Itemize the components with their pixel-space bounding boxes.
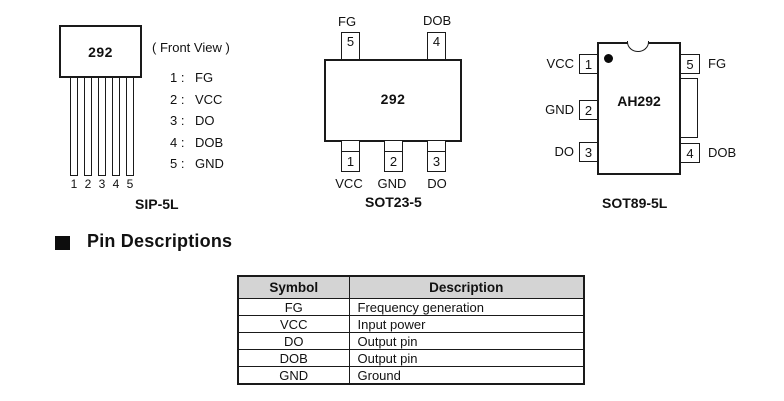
sip-leg-3 — [98, 77, 106, 176]
sot23-pin2-lead — [384, 141, 403, 152]
pin-list-name: GND — [195, 156, 224, 171]
sot89-pin2-box: 2 — [579, 100, 598, 120]
pin-list-item-3: 3 : DO — [170, 113, 215, 128]
sip-leg-1 — [70, 77, 78, 176]
sot23-pin1-box: 1 — [341, 151, 360, 172]
symbol-cell: DO — [237, 332, 350, 350]
sip-leg-2 — [84, 77, 92, 176]
sot23-pin5-number: 5 — [346, 34, 355, 49]
sot89-pin2-number: 2 — [584, 102, 593, 118]
table-row: VCC Input power — [237, 315, 585, 333]
sip-leg-4 — [112, 77, 120, 176]
pin-list-name: FG — [195, 70, 214, 85]
pin-list-number: 2 : — [170, 92, 185, 107]
sot89-pin3-number: 3 — [584, 144, 593, 160]
sot23-pin1-number: 1 — [346, 154, 355, 169]
pin-list-number: 1 : — [170, 70, 185, 85]
sot89-pin4-label: DOB — [708, 145, 737, 160]
pin-list-name: DOB — [195, 135, 224, 150]
pin-list-item-2: 2 : VCC — [170, 92, 222, 107]
sot89-pin5-number: 5 — [686, 56, 694, 72]
sot89-pin2-label: GND — [545, 102, 574, 117]
pin-list-number: 3 : — [170, 113, 185, 128]
table-row: FG Frequency generation — [237, 298, 585, 316]
sot23-pin1-lead — [341, 141, 360, 152]
sot23-pin4-label: DOB — [423, 13, 452, 28]
front-view-label: ( Front View ) — [152, 40, 230, 55]
sot89-pin1-label: VCC — [546, 56, 574, 71]
sip-package-name: SIP-5L — [135, 196, 179, 212]
sip-leg-number-5: 5 — [126, 177, 134, 191]
sot23-pin2-number: 2 — [389, 154, 398, 169]
pin-list-name: VCC — [195, 92, 223, 107]
sot23-pin1-label: VCC — [335, 176, 363, 191]
sip-leg-number-2: 2 — [84, 177, 92, 191]
sot89-pin5-box: 5 — [680, 54, 700, 74]
symbol-cell: VCC — [237, 315, 350, 333]
section-heading: Pin Descriptions — [87, 231, 233, 251]
sot23-pin2-label: GND — [377, 176, 407, 191]
sot89-pin4-box: 4 — [680, 143, 700, 163]
column-header-symbol: Symbol — [237, 275, 350, 299]
section-bullet-icon — [55, 236, 70, 250]
sot89-pin4-number: 4 — [686, 145, 694, 161]
sot89-package-name: SOT89-5L — [602, 195, 668, 211]
sot89-chip-label: AH292 — [617, 93, 661, 109]
sot23-package-name: SOT23-5 — [365, 194, 422, 210]
table-row: DOB Output pin — [237, 349, 585, 367]
sip-leg-number-3: 3 — [98, 177, 106, 191]
symbol-cell: DOB — [237, 349, 350, 367]
sot89-pin1-box: 1 — [579, 54, 598, 74]
sot23-chip-label: 292 — [380, 90, 406, 107]
sot23-pin5-lead — [341, 50, 360, 60]
description-cell: Input power — [348, 315, 585, 333]
sot23-pin3-number: 3 — [432, 154, 441, 169]
sot23-pin5-box: 5 — [341, 32, 360, 51]
pin-list-name: DO — [195, 113, 215, 128]
pin-list-item-4: 4 : DOB — [170, 135, 223, 150]
table-header-row: Symbol Description — [237, 275, 585, 299]
pin-list-number: 5 : — [170, 156, 185, 171]
sip-leg-number-1: 1 — [70, 177, 78, 191]
description-cell: Frequency generation — [348, 298, 585, 316]
description-cell: Output pin — [348, 332, 585, 350]
pin-descriptions-table: Symbol Description FG Frequency generati… — [237, 275, 585, 385]
sot89-pin1-indicator-dot — [604, 54, 613, 63]
sip-package-body: 292 — [59, 25, 142, 78]
sot23-pin4-box: 4 — [427, 32, 446, 51]
sot23-pin3-box: 3 — [427, 151, 446, 172]
sot89-pin3-box: 3 — [579, 142, 598, 162]
sot89-pin5-label: FG — [708, 56, 727, 71]
sot23-pin2-box: 2 — [384, 151, 403, 172]
column-header-description: Description — [348, 275, 585, 299]
description-cell: Output pin — [348, 349, 585, 367]
description-cell: Ground — [348, 366, 585, 385]
sip-leg-number-4: 4 — [112, 177, 120, 191]
pin-list-number: 4 : — [170, 135, 185, 150]
sip-leg-5 — [126, 77, 134, 176]
sot23-package-body: 292 — [324, 59, 462, 142]
sot23-pin5-label: FG — [338, 14, 357, 29]
sot89-pin1-number: 1 — [584, 56, 593, 72]
sot23-pin3-lead — [427, 141, 446, 152]
symbol-cell: GND — [237, 366, 350, 385]
sot23-pin4-number: 4 — [432, 34, 441, 49]
table-row: DO Output pin — [237, 332, 585, 350]
pin-list-item-5: 5 : GND — [170, 156, 224, 171]
table-row: GND Ground — [237, 366, 585, 385]
sot89-heat-tab — [680, 78, 698, 138]
symbol-cell: FG — [237, 298, 350, 316]
sip-chip-label: 292 — [88, 43, 113, 60]
sot23-pin4-lead — [427, 50, 446, 60]
pin-list-item-1: 1 : FG — [170, 70, 213, 85]
sot23-pin3-label: DO — [427, 176, 447, 191]
sot89-pin3-label: DO — [554, 144, 575, 159]
